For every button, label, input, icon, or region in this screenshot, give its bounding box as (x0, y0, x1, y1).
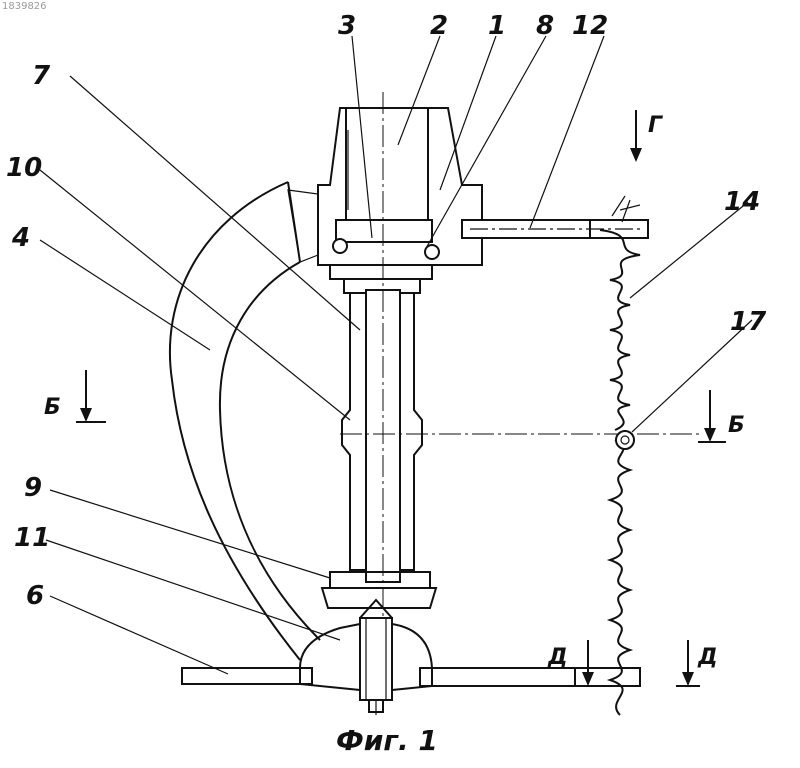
label-9: 9 (24, 473, 42, 503)
section-g-top: Г (648, 113, 663, 138)
section-b-left: Б (44, 395, 61, 420)
label-14: 14 (724, 187, 760, 217)
base-plate (182, 668, 640, 686)
label-8: 8 (536, 11, 554, 41)
shaft (342, 290, 422, 582)
label-1: 1 (488, 11, 506, 41)
hub-boss (300, 600, 432, 715)
label-6: 6 (26, 581, 44, 611)
section-b-right: Б (728, 413, 745, 438)
upper-collar (330, 265, 432, 293)
label-4: 4 (11, 223, 30, 253)
curved-arm (170, 182, 320, 660)
document-id: 1839826 (2, 1, 47, 12)
label-2: 2 (430, 11, 448, 41)
section-d-left: Д (547, 645, 568, 670)
figure-caption: Фиг. 1 (336, 724, 438, 757)
label-10: 10 (6, 153, 42, 183)
label-7: 7 (32, 61, 51, 91)
label-11: 11 (14, 523, 50, 553)
section-d-right: Д (697, 645, 718, 670)
label-3: 3 (338, 11, 356, 41)
label-17: 17 (730, 307, 767, 337)
head-assembly (318, 108, 482, 265)
spiral-spring (600, 196, 640, 715)
label-12: 12 (572, 11, 608, 41)
